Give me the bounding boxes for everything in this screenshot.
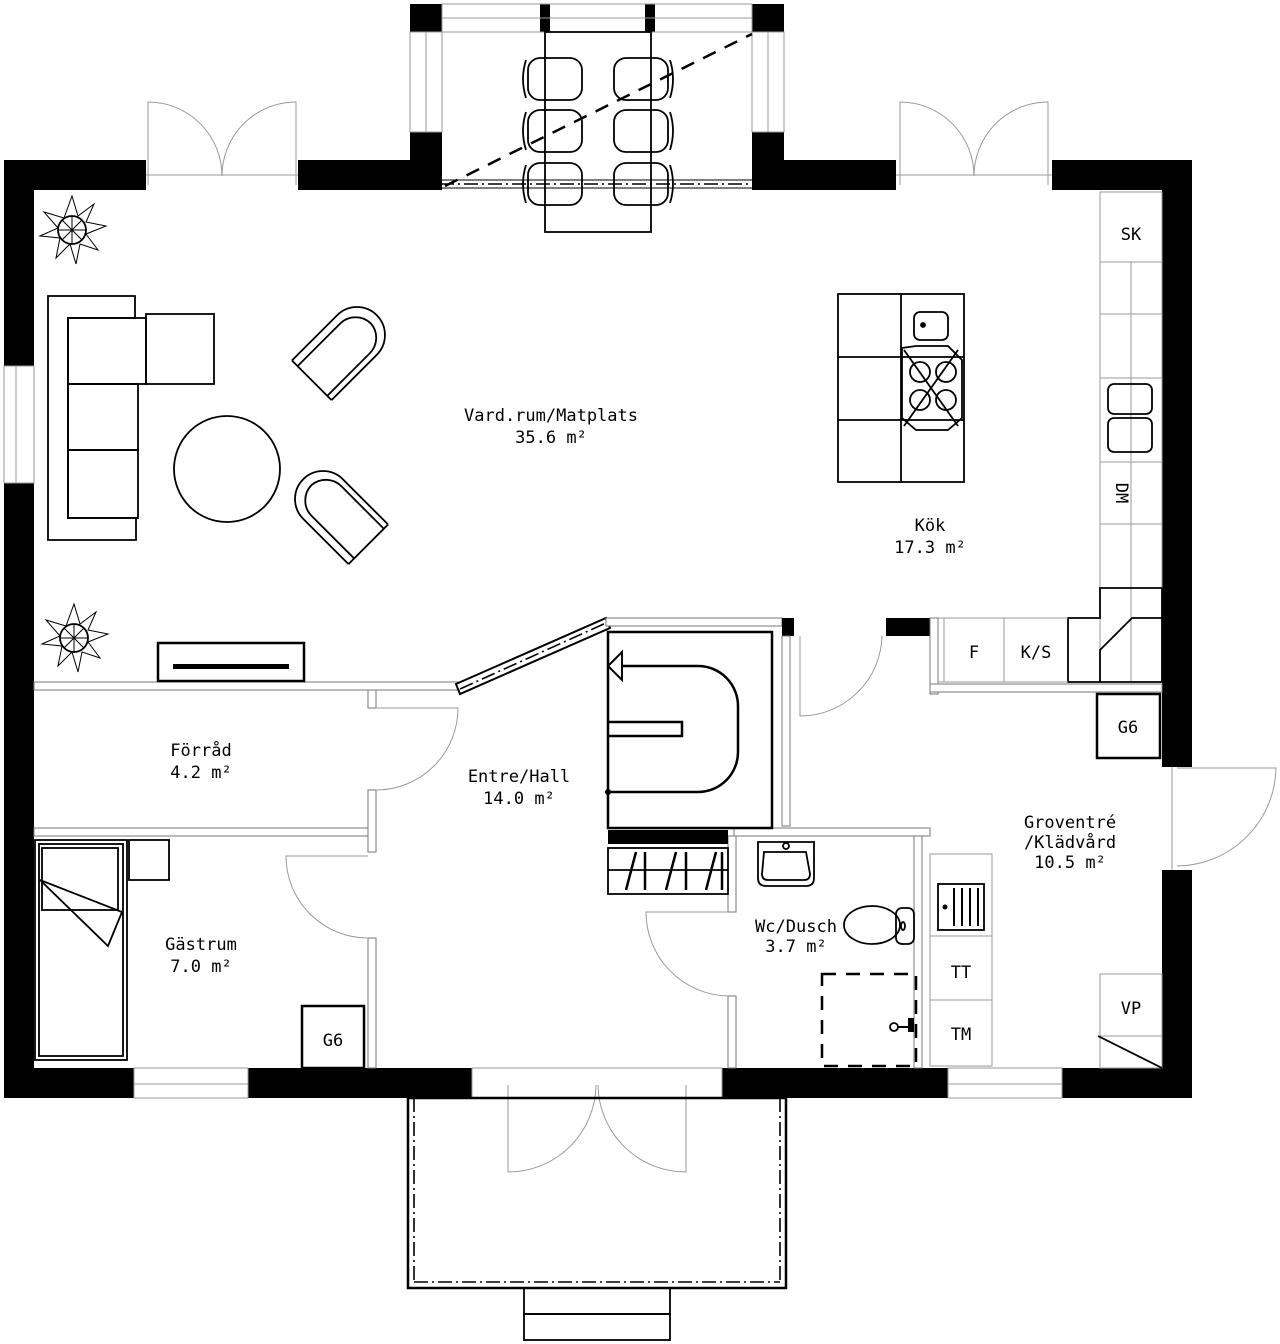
dining-table [544,31,652,233]
dining-chairs [522,57,674,206]
room-forrad-area: 4.2 m² [170,763,231,783]
fixture-tm: TM [951,1025,971,1045]
room-gastrum-area: 7.0 m² [170,957,231,977]
room-forrad-name: Förråd [170,740,231,761]
kitchen-counter [938,191,1163,683]
room-wc-name: Wc/Dusch [755,917,837,937]
room-entre-area: 14.0 m² [483,789,555,809]
room-labels: Vard.rum/Matplats 35.6 m² Kök 17.3 m² Fö… [165,406,1116,977]
kitchen-island [837,293,965,483]
fixture-dm: DM [1111,483,1131,503]
sink-icon [1107,383,1153,453]
fixture-sk: SK [1121,225,1142,245]
corner-sofa [47,295,215,541]
room-kok-area: 17.3 m² [894,538,966,558]
guest-bed [34,839,170,1061]
plant-icon [38,194,108,265]
living-furniture [38,31,753,683]
room-wc-area: 3.7 m² [765,937,826,957]
fixture-g6-guest: G6 [323,1031,343,1051]
exterior-doors [146,101,1277,1173]
fixture-g6-kitchen: G6 [1118,718,1138,738]
room-gastrum-name: Gästrum [165,935,237,955]
room-entre-name: Entre/Hall [468,767,570,787]
armchair [291,306,386,401]
fixture-ks: K/S [1021,643,1052,663]
laundry-counter [929,853,993,1067]
fixture-vp: VP [1121,999,1141,1019]
room-groventre-area: 10.5 m² [1034,853,1106,873]
armchair [294,470,389,565]
tv-bench [156,641,306,683]
g6-guest-box [300,1004,366,1070]
shower-mixer-icon [889,1018,914,1032]
wc-fixtures [757,841,915,945]
washbasin-icon [757,841,815,887]
room-groventre-name-2: /Klädvård [1024,832,1116,853]
exterior-walls [4,4,1192,1098]
toilet-icon [843,905,915,945]
g6-kitchen-box [1095,692,1162,760]
interior-doors [285,635,883,997]
vp-unit [1097,973,1163,1069]
room-vardrum-area: 35.6 m² [515,428,587,448]
porch [406,1096,788,1341]
room-kok-name: Kök [915,516,946,536]
room-groventre-name-1: Groventré [1024,813,1116,833]
room-vardrum-name: Vard.rum/Matplats [464,406,638,426]
shower-area [820,972,918,1068]
fixture-tt: TT [951,963,971,983]
fixture-f: F [969,643,979,663]
plant-icon [40,602,110,673]
interior-walls [33,616,1163,1069]
staircase [605,630,774,895]
coffee-table [173,415,281,523]
